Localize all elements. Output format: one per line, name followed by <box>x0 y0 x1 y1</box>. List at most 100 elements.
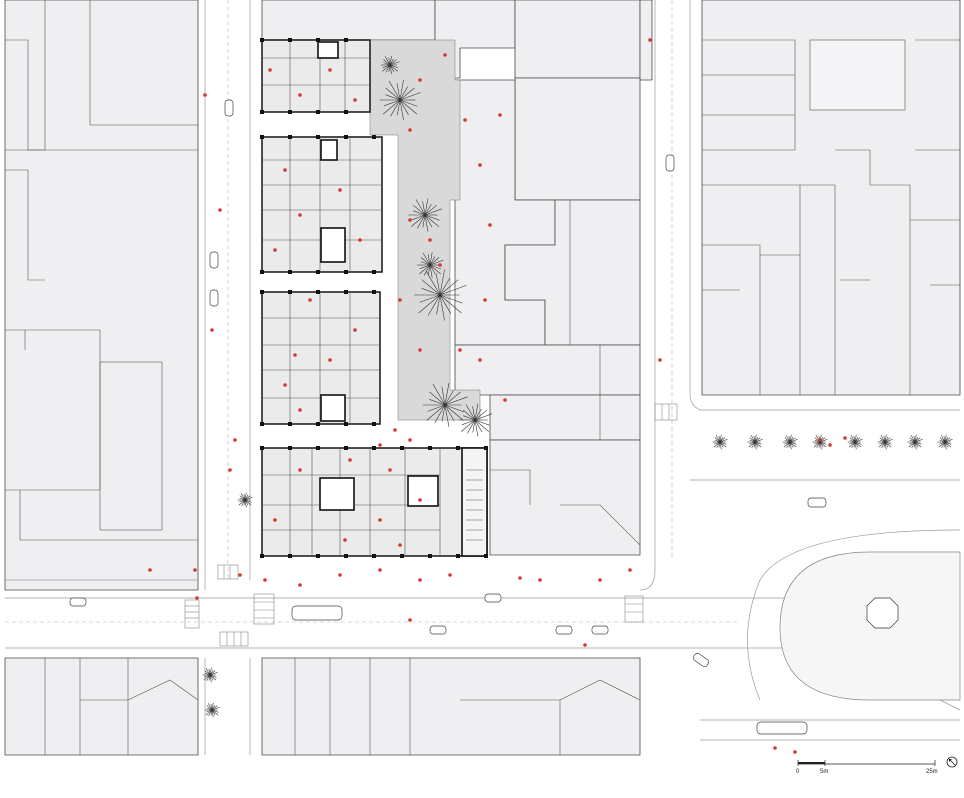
tree <box>937 434 953 450</box>
person <box>398 543 402 547</box>
column <box>428 554 432 558</box>
column <box>260 270 264 274</box>
column <box>484 554 488 558</box>
person <box>503 398 507 402</box>
tree <box>408 198 443 232</box>
person <box>648 38 652 42</box>
person <box>408 438 412 442</box>
column <box>344 270 348 274</box>
person <box>598 578 602 582</box>
column <box>372 422 376 426</box>
person <box>483 298 487 302</box>
tree <box>417 252 444 278</box>
column <box>316 110 320 114</box>
person <box>353 98 357 102</box>
person <box>378 518 382 522</box>
person <box>195 596 199 600</box>
person <box>293 353 297 357</box>
column <box>288 446 292 450</box>
column <box>484 446 488 450</box>
crosswalks <box>184 403 678 647</box>
column <box>316 290 320 294</box>
person <box>478 163 482 167</box>
column <box>372 446 376 450</box>
person <box>628 568 632 572</box>
person <box>348 458 352 462</box>
person <box>298 583 302 587</box>
column <box>344 135 348 139</box>
column <box>456 446 460 450</box>
person <box>388 468 392 472</box>
person <box>210 328 214 332</box>
person <box>338 188 342 192</box>
scale-bar: 0 5m 25m <box>796 760 938 775</box>
column <box>260 38 264 42</box>
column <box>428 446 432 450</box>
column <box>316 446 320 450</box>
person <box>353 328 357 332</box>
roundabout-plaza <box>747 529 961 711</box>
trees <box>202 55 953 718</box>
column <box>288 110 292 114</box>
column <box>260 290 264 294</box>
column <box>288 270 292 274</box>
column <box>400 554 404 558</box>
person <box>458 348 462 352</box>
tree <box>747 434 763 450</box>
tree <box>458 403 493 437</box>
person <box>233 438 237 442</box>
person <box>418 78 422 82</box>
person <box>408 218 412 222</box>
column <box>288 290 292 294</box>
column <box>260 135 264 139</box>
person <box>818 438 822 442</box>
person <box>338 573 342 577</box>
column <box>344 554 348 558</box>
scale-tick-0: 0 <box>796 769 800 775</box>
person <box>793 750 797 754</box>
wing-south <box>261 447 488 557</box>
tree <box>907 434 923 450</box>
person <box>148 568 152 572</box>
person <box>308 298 312 302</box>
column <box>260 422 264 426</box>
person <box>193 568 197 572</box>
north-blocks <box>261 0 653 81</box>
column <box>260 446 264 450</box>
tree <box>782 434 798 450</box>
person <box>273 248 277 252</box>
column <box>344 290 348 294</box>
column <box>400 446 404 450</box>
west-city-blocks <box>4 0 199 591</box>
column <box>316 554 320 558</box>
person <box>843 436 847 440</box>
person <box>298 468 302 472</box>
person <box>378 443 382 447</box>
person <box>218 208 222 212</box>
column <box>316 270 320 274</box>
east-city-blocks <box>701 0 961 396</box>
person <box>203 93 207 97</box>
person <box>408 128 412 132</box>
north-arrow-icon <box>946 756 958 768</box>
tree <box>847 434 863 450</box>
person <box>448 573 452 577</box>
person <box>828 443 832 447</box>
person <box>283 383 287 387</box>
tree <box>422 383 468 427</box>
column <box>288 135 292 139</box>
east-middle-blocks <box>454 77 641 556</box>
person <box>488 223 492 227</box>
person <box>658 358 662 362</box>
column <box>316 422 320 426</box>
person <box>263 578 267 582</box>
column <box>372 290 376 294</box>
person <box>418 498 422 502</box>
person <box>343 538 347 542</box>
person <box>268 68 272 72</box>
column <box>372 554 376 558</box>
person <box>328 68 332 72</box>
tree <box>812 434 828 450</box>
person <box>408 618 412 622</box>
person <box>378 568 382 572</box>
